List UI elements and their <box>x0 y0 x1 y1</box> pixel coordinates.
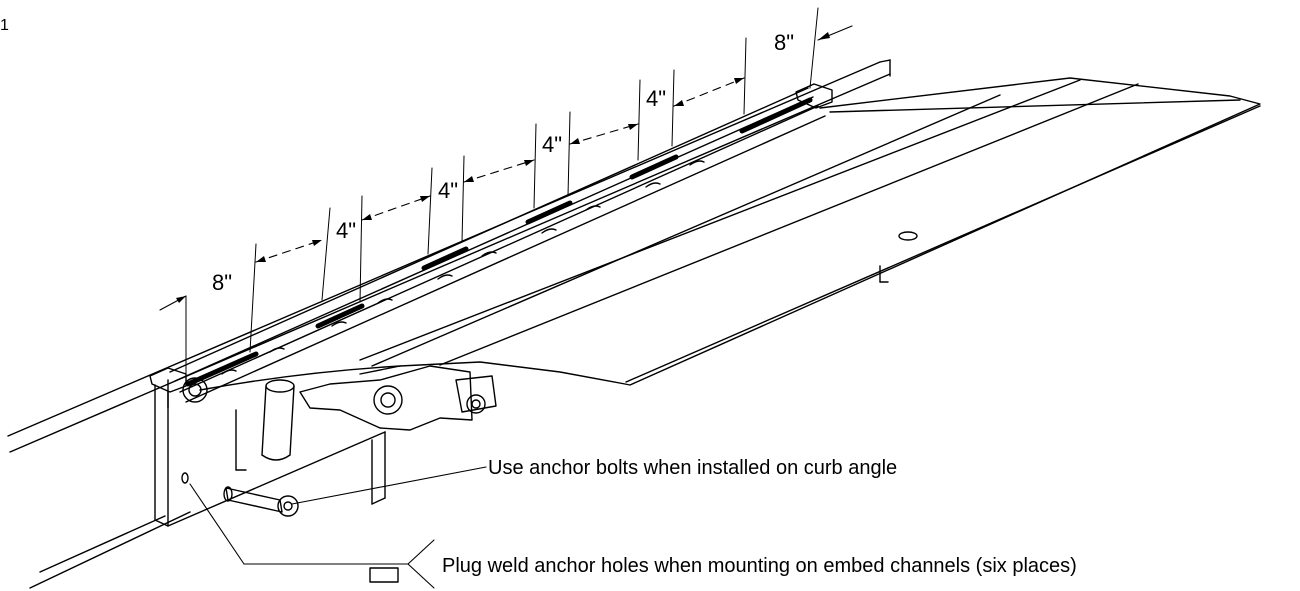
dimension-extension-lines <box>185 7 819 377</box>
dimension-spacing-1: 4" <box>336 218 356 243</box>
figure-number: 1 <box>0 17 9 34</box>
hinge-knuckles <box>221 160 705 375</box>
leader-lines <box>189 466 487 589</box>
hinge-bar <box>169 87 826 403</box>
dimension-spacing-2: 4" <box>438 178 458 203</box>
end-clip-right <box>795 83 833 109</box>
weld-symbol <box>369 567 399 583</box>
sleeve-tube <box>261 379 295 461</box>
callout-anchor-bolts: Use anchor bolts when installed on curb … <box>488 457 897 479</box>
dimension-spacing-4: 4" <box>646 86 666 111</box>
mounting-plate <box>154 384 386 527</box>
hinge-welds <box>185 97 813 387</box>
lip-plate <box>199 77 1261 391</box>
anchor-hole <box>181 472 189 484</box>
anchor-bolt <box>223 486 299 517</box>
dimension-left-end: 8" <box>212 270 232 295</box>
lip-bracket <box>299 365 497 431</box>
arrowheads <box>176 32 830 303</box>
dimension-arrows <box>159 25 853 311</box>
dimension-right-end: 8" <box>774 30 794 55</box>
callout-plug-weld: Plug weld anchor holes when mounting on … <box>442 555 1077 577</box>
dimension-spacing-3: 4" <box>542 132 562 157</box>
curb-angle <box>7 59 891 589</box>
hinge-pin-end <box>182 377 208 403</box>
